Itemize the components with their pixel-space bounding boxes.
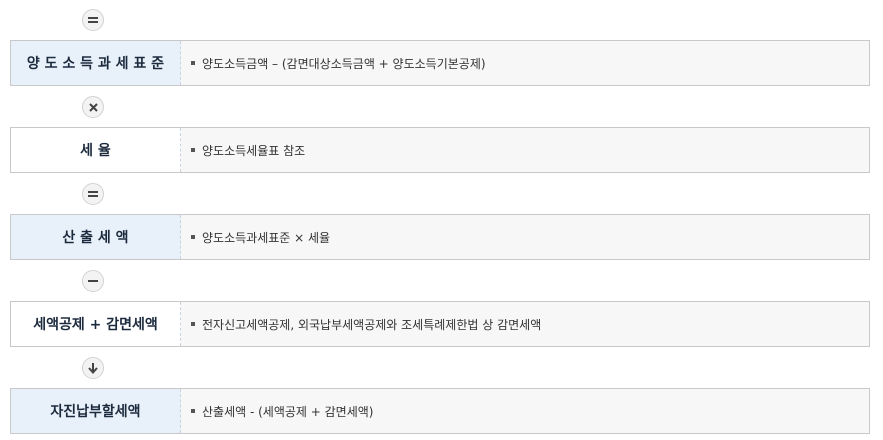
row-description: 산출세액 - (세액공제 + 감면세액)	[181, 389, 869, 433]
equals-icon	[82, 9, 104, 31]
row-description: 양도소득금액 – (감면대상소득금액 + 양도소득기본공제)	[181, 41, 869, 85]
row-description-text: 전자신고세액공제, 외국납부세액공제와 조세특례제한법 상 감면세액	[202, 317, 542, 332]
row-label: 세액공제 + 감면세액	[11, 302, 181, 346]
row-label: 세 율	[11, 128, 181, 172]
row-description: 양도소득과세표준 × 세율	[181, 215, 869, 259]
bullet-icon	[191, 148, 195, 152]
row-label: 자진납부할세액	[11, 389, 181, 433]
equals-icon	[82, 183, 104, 205]
minus-icon	[82, 270, 104, 292]
row-description-text: 양도소득과세표준 × 세율	[202, 230, 331, 245]
arrow-down-icon	[82, 357, 104, 379]
row-label: 양 도 소 득 과 세 표 준	[11, 41, 181, 85]
row-payable-tax: 자진납부할세액 산출세액 - (세액공제 + 감면세액)	[10, 388, 870, 434]
row-tax-rate: 세 율 양도소득세율표 참조	[10, 127, 870, 173]
row-credits-reductions: 세액공제 + 감면세액 전자신고세액공제, 외국납부세액공제와 조세특례제한법 …	[10, 301, 870, 347]
bullet-icon	[191, 409, 195, 413]
row-tax-base: 양 도 소 득 과 세 표 준 양도소득금액 – (감면대상소득금액 + 양도소…	[10, 40, 870, 86]
bullet-icon	[191, 61, 195, 65]
row-description: 양도소득세율표 참조	[181, 128, 869, 172]
bullet-icon	[191, 322, 195, 326]
row-description: 전자신고세액공제, 외국납부세액공제와 조세특례제한법 상 감면세액	[181, 302, 869, 346]
row-description-text: 양도소득세율표 참조	[202, 143, 306, 158]
row-calculated-tax: 산 출 세 액 양도소득과세표준 × 세율	[10, 214, 870, 260]
bullet-icon	[191, 235, 195, 239]
times-icon	[82, 96, 104, 118]
row-description-text: 양도소득금액 – (감면대상소득금액 + 양도소득기본공제)	[202, 56, 486, 71]
row-description-text: 산출세액 - (세액공제 + 감면세액)	[202, 404, 374, 419]
row-label: 산 출 세 액	[11, 215, 181, 259]
